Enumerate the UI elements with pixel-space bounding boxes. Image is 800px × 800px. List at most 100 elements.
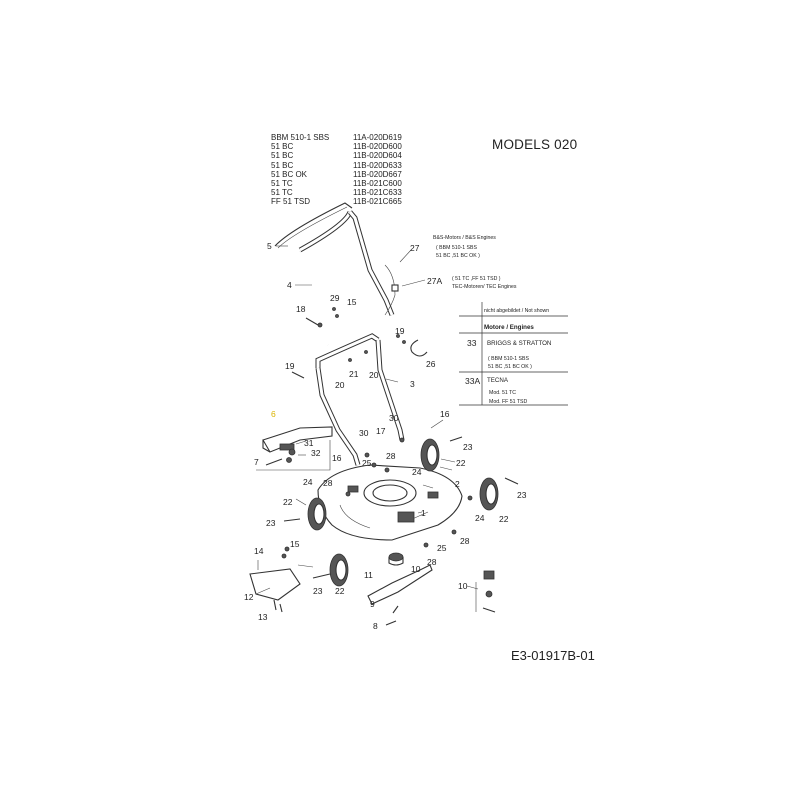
part-label: 13 [258,612,268,622]
part-label: 14 [254,546,264,556]
model-code: 11B-021C600 [353,179,402,189]
washer [364,350,368,354]
part-label: 27A [427,276,442,286]
pivot-screw [384,467,390,473]
wheel-rear-left [329,553,349,587]
part-label: 10 [411,564,421,574]
part-label: 28 [323,478,333,488]
part-label: 18 [296,304,306,314]
part-label: 23 [266,518,276,528]
legend-header: Motore / Engines [484,324,534,331]
part-label: 32 [311,448,321,458]
legend-row-detail: 51 BC ,51 BC OK ) [488,364,532,370]
wheel-bolt [312,573,331,579]
legend-row-detail: Mod. FF 51 TSD [489,399,527,405]
wheel-front-right [420,438,440,472]
part-label: 30 [389,413,399,423]
model-code: 11A-020D619 [353,133,402,142]
model-name: 51 TC [271,179,293,189]
part-label: 9 [370,599,375,609]
pivot-screw [371,462,377,468]
wheel-rear-right [479,477,499,511]
washer [348,358,352,362]
models-row: 51 BC 11B-020D600 [271,142,402,151]
wheel-bolt [504,477,519,485]
pivot-screw [423,542,429,548]
rear-flap-assembly [256,426,333,471]
part-label: 28 [460,536,470,546]
model-code: 11B-021C633 [353,188,402,198]
bs-engines-models: ( BBM 510-1 SBS [436,245,477,251]
legend-row-num: 33A [465,376,480,386]
part-label-highlighted: 6 [271,409,276,419]
model-name: 51 BC [271,142,294,152]
model-code: 11B-021C665 [353,197,402,207]
cable-clip [391,284,399,292]
part-label: 7 [254,457,259,467]
legend-row-detail: ( BBM 510-1 SBS [488,356,529,362]
part-label: 31 [304,438,314,448]
screw [291,371,305,379]
legend-row-name: TECNA [487,377,509,384]
model-code: 11B-020D633 [353,160,402,170]
part-label: 10 [458,581,468,591]
part-label: 25 [362,458,372,468]
cable-clamp [410,339,428,357]
part-label: 20 [369,370,379,380]
part-label: 24 [475,513,485,523]
part-label: 20 [335,380,345,390]
wheel-bolt [449,436,463,442]
tec-engines-title: TEC-Motoren/ TEC Engines [452,284,517,290]
part-label: 4 [287,280,292,290]
part-label: 1 [421,508,426,518]
part-label: 12 [244,592,254,602]
wheel-front-left [307,497,327,531]
part-label: 11 [364,570,373,580]
pivot-screw [345,491,351,497]
control-cable [384,264,396,316]
part-label: 23 [517,490,527,500]
part-label: 22 [283,497,293,507]
nut [402,340,406,344]
part-label: 16 [440,409,450,419]
part-label: 29 [330,293,340,303]
legend-row-detail: Mod. 51 TC [489,390,516,396]
part-label: 22 [335,586,345,596]
part-label: 21 [349,369,359,379]
blade [367,564,433,605]
model-code: 11B-020D600 [353,142,402,152]
part-label: 17 [376,426,386,436]
bail-bar [274,202,353,247]
part-label: 26 [426,359,436,369]
pivot-screw [399,437,405,443]
part-label: 22 [456,458,466,468]
diagram-code: E3-01917B-01 [511,648,595,663]
part-label: 25 [437,543,447,553]
bs-engines-title: B&S-Motors / B&S Engines [433,235,496,241]
blade-adapter [388,552,404,566]
wheel-bolt [283,518,301,522]
part-label: 16 [332,453,342,463]
part-label: 27 [410,243,420,253]
part-label: 15 [347,297,357,307]
blade-bolt [392,605,399,614]
bs-engines-models-2: 51 BC ,51 BC OK ) [436,253,480,259]
leader-lines [276,245,479,590]
legend-row-num: 33 [467,338,477,348]
adapter-detail [475,570,496,613]
part-label: 19 [285,361,295,371]
pivot-screw [451,529,457,535]
pivot-screw [364,452,370,458]
mulch-flap [249,546,301,613]
model-code: 11B-020D604 [353,151,402,161]
mower-deck [317,464,463,541]
engine-legend: nicht abgebildet / Not shown Motore / En… [459,302,568,406]
screw-set-upper [305,307,339,328]
